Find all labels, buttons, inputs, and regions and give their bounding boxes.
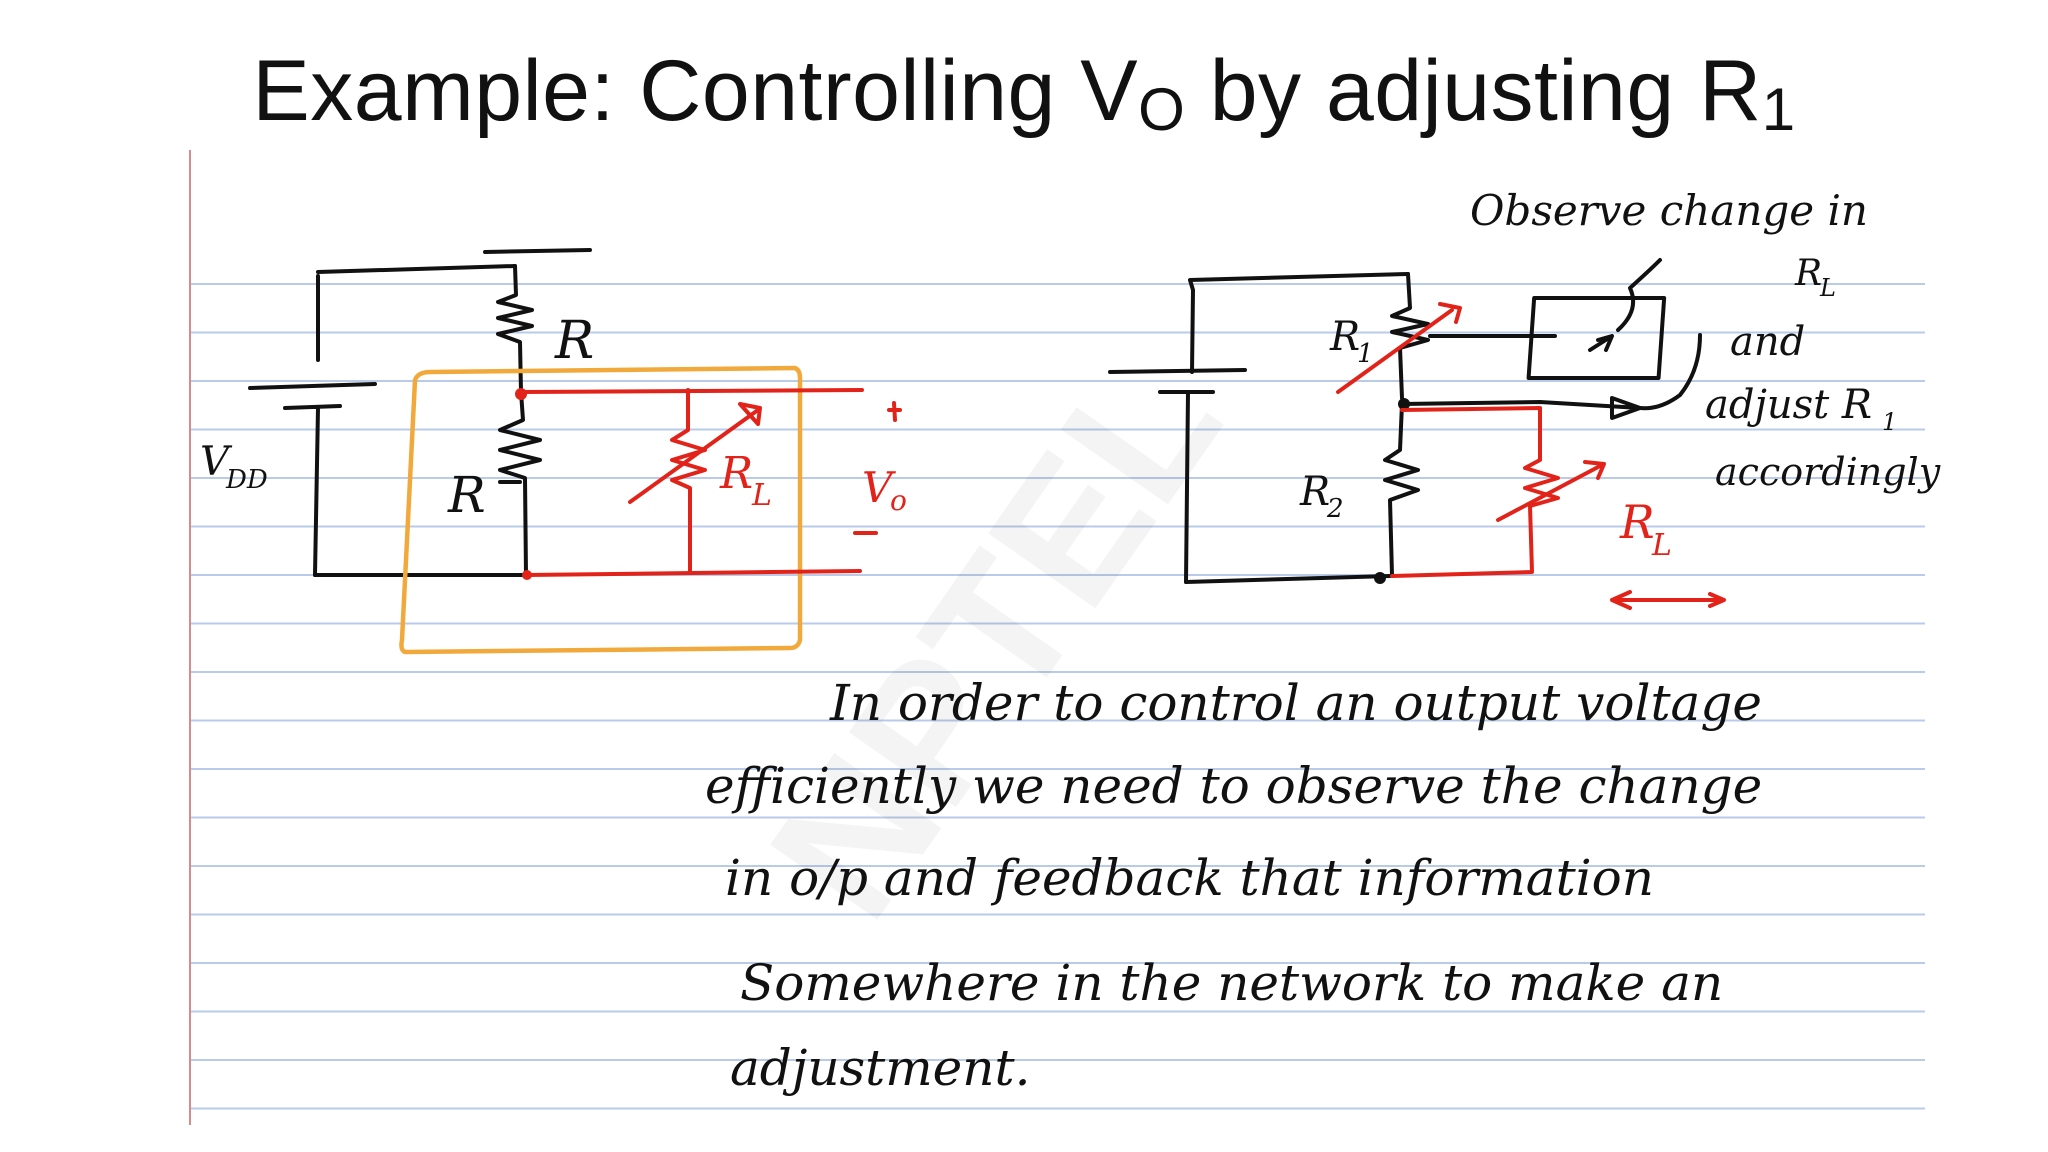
note-line-3: and: [1730, 319, 1805, 365]
note-line-5: accordingly: [1715, 450, 1941, 494]
left-vo-sub: o: [890, 484, 907, 517]
right-r2-label: R: [1299, 469, 1330, 515]
title-mid: by adjusting R: [1185, 43, 1762, 139]
right-r1-resistor-icon: [1390, 272, 1430, 400]
left-vo-label: V: [862, 463, 896, 512]
right-r2-resistor-icon: [1383, 402, 1420, 577]
right-r1-sub: 1: [1357, 339, 1374, 369]
right-bottom-rail: [1184, 574, 1392, 584]
left-load: [519, 388, 902, 577]
right-rl-resistor-icon: [1390, 406, 1560, 578]
slide-title: Example: Controlling VO by adjusting R1: [0, 42, 2048, 143]
ruled-lines: [190, 283, 1925, 1110]
paragraph-line-4: Somewhere in the network to make an: [740, 954, 1723, 1012]
right-slide-arrow-icon: [1610, 590, 1726, 610]
title-sub-1: 1: [1761, 76, 1796, 143]
left-top-rail: [316, 248, 592, 362]
left-resistor-top-icon: [496, 264, 534, 394]
left-vdd-sub: DD: [225, 465, 268, 495]
left-resistor-bottom-icon: [498, 390, 542, 577]
right-rl-label: R: [1619, 495, 1655, 549]
left-highlight-box: [399, 365, 803, 655]
right-r2-sub: 2: [1326, 494, 1344, 524]
note-line-1: Observe change in: [1470, 186, 1868, 235]
note-line-4-sub: 1: [1882, 408, 1897, 436]
right-rl-sub: L: [1651, 528, 1672, 563]
left-r-bottom-label: R: [447, 466, 486, 524]
title-sub-o: O: [1138, 76, 1186, 143]
paragraph-line-1: In order to control an output voltage: [829, 674, 1762, 732]
left-r-top-label: R: [554, 311, 594, 371]
right-r1-adjust-arrow-icon: [1336, 302, 1462, 394]
left-circuit: [248, 248, 592, 577]
left-rl-label: R: [719, 448, 753, 499]
right-r1-label: R: [1329, 314, 1360, 360]
right-battery-icon: [1108, 368, 1247, 584]
left-rl-sub: L: [751, 478, 772, 513]
left-battery-icon: [248, 382, 377, 577]
right-meter-icon: [1526, 296, 1667, 380]
left-load-resistor-icon: [670, 388, 707, 573]
paragraph-line-5: adjustment.: [730, 1039, 1030, 1097]
note-line-2: R: [1794, 253, 1822, 294]
paragraph-line-3: in o/p and feedback that information: [725, 849, 1654, 907]
right-circuit: [1108, 258, 1702, 584]
note-line-4: adjust R: [1705, 382, 1872, 428]
paragraph-line-2: efficiently we need to observe the chang…: [705, 757, 1762, 815]
left-vdd-label: V: [200, 439, 233, 485]
right-red-markings: [1336, 302, 1726, 610]
note-line-2-sub: L: [1819, 274, 1836, 302]
title-main: Example: Controlling V: [252, 43, 1139, 139]
